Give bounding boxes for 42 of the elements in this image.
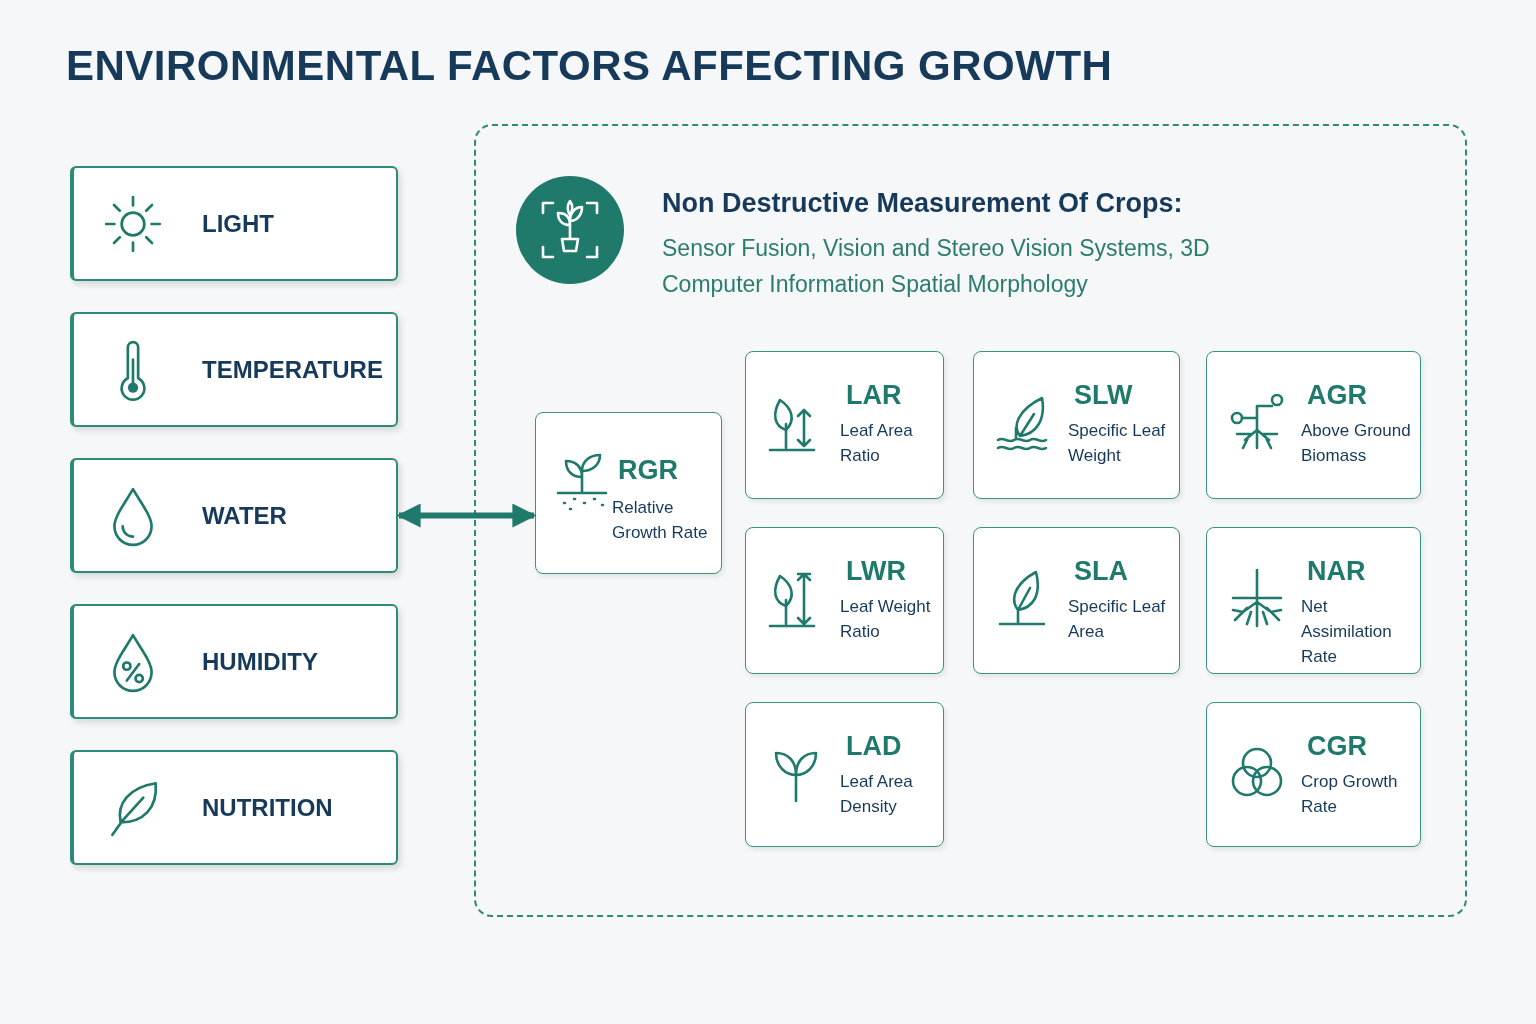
factor-label: NUTRITION <box>202 793 333 822</box>
metric-description: Leaf Weight Ratio <box>840 596 932 643</box>
metric-description: Leaf Area Ratio <box>840 420 914 467</box>
metric-card <box>535 412 722 574</box>
metric-code: LAR <box>846 380 902 411</box>
metric-card <box>973 351 1180 499</box>
factor-card <box>70 312 398 427</box>
metric-card <box>1206 702 1421 847</box>
metric-description: Above Ground Biomass <box>1301 420 1412 467</box>
factor-label: LIGHT <box>202 209 274 238</box>
metric-description: Crop Growth Rate <box>1301 771 1399 818</box>
metric-card <box>973 527 1180 674</box>
factor-card <box>70 604 398 719</box>
metric-description: Relative Growth Rate <box>612 497 709 544</box>
metric-description: Specific Leaf Area <box>1068 596 1167 643</box>
metric-description: Specific Leaf Weight <box>1068 420 1167 467</box>
metric-code: LWR <box>846 556 906 587</box>
metric-description: Leaf Area Density <box>840 771 914 818</box>
metric-code: AGR <box>1307 380 1367 411</box>
dashed-container <box>474 124 1467 917</box>
factor-card <box>70 458 398 573</box>
title: ENVIRONMENTAL FACTORS AFFECTING GROWTH <box>66 42 1113 90</box>
section-heading: Non Destructive Measurement Of Crops: <box>662 188 1183 219</box>
metric-code: RGR <box>618 455 678 486</box>
metric-code: SLA <box>1074 556 1128 587</box>
metric-code: NAR <box>1307 556 1366 587</box>
metric-card <box>745 527 944 674</box>
metric-card <box>1206 351 1421 499</box>
metric-card <box>745 351 944 499</box>
factor-label: HUMIDITY <box>202 647 318 676</box>
factor-label: WATER <box>202 501 287 530</box>
factor-label: TEMPERATURE <box>202 355 383 384</box>
metric-description: Net Assimilation Rate <box>1301 596 1393 668</box>
metric-code: LAD <box>846 731 902 762</box>
double-arrow <box>396 503 537 528</box>
metric-code: CGR <box>1307 731 1367 762</box>
factor-card <box>70 166 398 281</box>
metric-card <box>1206 527 1421 674</box>
metric-code: SLW <box>1074 380 1133 411</box>
section-description: Sensor Fusion, Vision and Stereo Vision Systems, 3D Computer Information Spatial Morphology <box>662 234 1211 299</box>
metric-card <box>745 702 944 847</box>
factor-card <box>70 750 398 865</box>
